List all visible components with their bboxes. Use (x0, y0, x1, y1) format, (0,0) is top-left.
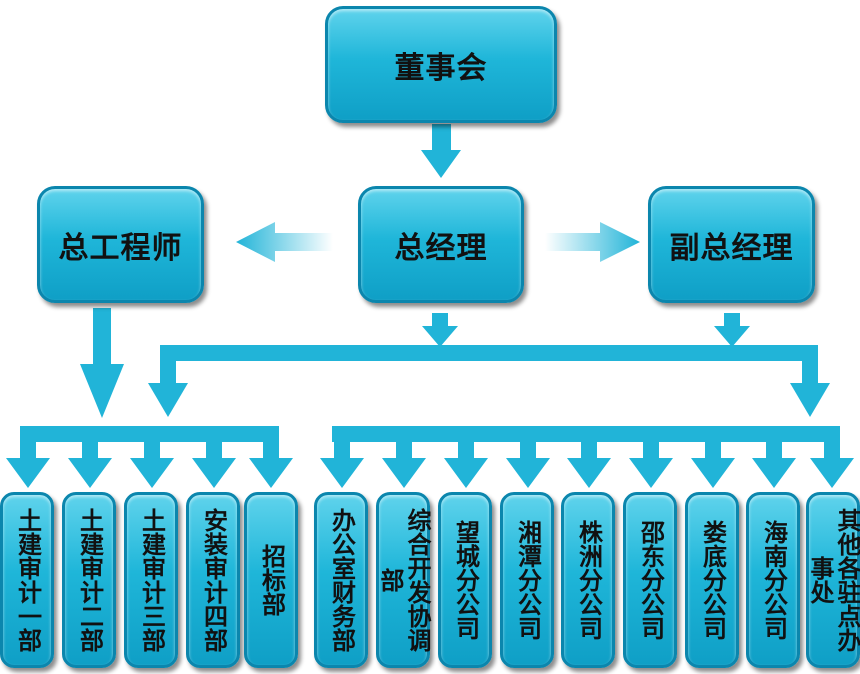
dept-connector-stem-1 (20, 426, 36, 458)
general-manager-box: 总经理 (358, 186, 524, 303)
dept-arrow-4 (192, 458, 236, 488)
dept-arrow-3 (130, 458, 174, 488)
chief-engineer-box: 总工程师 (37, 186, 204, 303)
dept-arrow-1 (6, 458, 50, 488)
dept-box-6: 办公室财务部 (314, 492, 368, 668)
dept-arrow-10 (567, 458, 611, 488)
arrow-gm-down (422, 313, 458, 347)
dept-connector-stem-10 (581, 426, 597, 458)
dept-connector-stem-6 (334, 426, 350, 458)
dept-box-7: 综合开发协调部 (376, 492, 431, 668)
dept-connector-stem-5 (263, 426, 279, 458)
arrow-deputy-down (714, 313, 750, 347)
dept-connector-stem-3 (144, 426, 160, 458)
dept-box-2: 土建审计二部 (62, 492, 116, 668)
dept-arrow-8 (444, 458, 488, 488)
dept-box-8: 望城分公司 (438, 492, 492, 668)
dept-connector-stem-13 (766, 426, 782, 458)
dept-arrow-7 (382, 458, 426, 488)
dept-connector-stem-4 (206, 426, 222, 458)
dept-box-12: 娄底分公司 (685, 492, 739, 668)
dept-arrow-12 (691, 458, 735, 488)
dept-box-5: 招标部 (244, 492, 298, 668)
arrow-gm-to-chief-engineer (236, 222, 333, 262)
arrow-chief-engineer-down (80, 364, 124, 418)
dept-connector-stem-8 (458, 426, 474, 458)
dept-box-1: 土建审计一部 (0, 492, 54, 668)
dept-arrow-14 (810, 458, 854, 488)
dept-arrow-9 (506, 458, 550, 488)
dept-connector-stem-9 (520, 426, 536, 458)
arrow-gm-to-deputy (545, 222, 640, 262)
dept-arrow-2 (68, 458, 112, 488)
board-box: 董事会 (325, 6, 557, 123)
main-bus (160, 345, 818, 361)
dept-connector-stem-12 (705, 426, 721, 458)
deputy-gm-box: 副总经理 (648, 186, 815, 303)
dept-connector-stem-7 (396, 426, 412, 458)
dept-box-13: 海南分公司 (746, 492, 800, 668)
arrow-board-to-gm (421, 124, 461, 178)
dept-arrow-6 (320, 458, 364, 488)
dept-box-4: 安装审计四部 (186, 492, 240, 668)
dept-box-3: 土建审计三部 (124, 492, 178, 668)
dept-box-10: 株洲分公司 (561, 492, 615, 668)
dept-connector-stem-2 (82, 426, 98, 458)
arrow-bus-right-down (790, 383, 830, 417)
dept-box-9: 湘潭分公司 (500, 492, 554, 668)
dept-box-14: 其他各驻点办事处 (806, 492, 860, 668)
dept-arrow-11 (629, 458, 673, 488)
dept-box-11: 邵东分公司 (623, 492, 677, 668)
arrow-bus-left-down (148, 383, 188, 417)
dept-connector-stem-14 (824, 426, 840, 458)
dept-connector-stem-11 (643, 426, 659, 458)
dept-arrow-13 (752, 458, 796, 488)
dept-arrow-5 (249, 458, 293, 488)
